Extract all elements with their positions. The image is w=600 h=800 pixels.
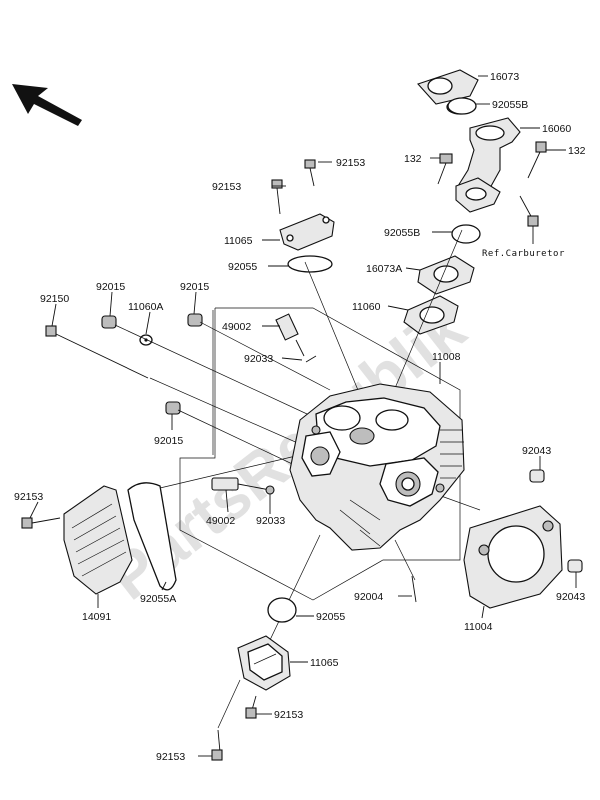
bolt-132-left — [437, 153, 453, 185]
label-92153-c: 92153 — [14, 491, 43, 503]
dowel-92043-bottom — [567, 559, 583, 573]
label-92015-c: 92015 — [154, 435, 183, 447]
intake-pipe-16060 — [417, 69, 521, 213]
label-92055-top: 92055 — [228, 261, 257, 273]
stud-bolt-92150 — [45, 325, 149, 379]
label-92033-top: 92033 — [244, 353, 273, 365]
label-92033-bottom: 92033 — [256, 515, 285, 527]
label-132-left: 132 — [404, 153, 422, 165]
insulator-16073a — [417, 255, 475, 295]
cover-14091 — [63, 485, 133, 595]
label-11060: 11060 — [352, 301, 381, 313]
label-11004: 11004 — [464, 621, 493, 633]
direction-arrow-icon — [12, 84, 82, 126]
label-92055b-top: 92055B — [492, 99, 528, 111]
gasket-92055a — [127, 482, 177, 591]
label-92055b-mid: 92055B — [384, 227, 420, 239]
bolt-ref-carburetor — [519, 195, 539, 227]
o-ring-92055b-mid — [451, 224, 481, 244]
stud-92004 — [411, 575, 417, 603]
nut-92015-b — [187, 313, 203, 327]
label-132-right: 132 — [568, 145, 586, 157]
label-16073a: 16073A — [366, 263, 402, 275]
bolt-92153-e — [245, 695, 257, 719]
gasket-11060 — [403, 295, 459, 335]
o-ring-92055-bottom — [267, 597, 297, 623]
cover-11065-bottom — [237, 635, 291, 691]
gasket-11004 — [463, 505, 563, 609]
label-16060: 16060 — [542, 123, 571, 135]
label-92015-b: 92015 — [180, 281, 209, 293]
label-92055a: 92055A — [140, 593, 176, 605]
seal-92033-top — [305, 355, 317, 363]
label-92153-a: 92153 — [212, 181, 241, 193]
bolt-92153-c — [21, 517, 61, 529]
assembly-frame-lines — [179, 307, 461, 601]
o-ring-92055-top — [287, 255, 333, 273]
label-14091: 14091 — [82, 611, 111, 623]
bolt-132-right — [527, 141, 547, 179]
label-92004: 92004 — [354, 591, 383, 603]
label-11060a: 11060A — [128, 301, 163, 313]
label-92015-a: 92015 — [96, 281, 125, 293]
label-11008: 11008 — [432, 351, 461, 363]
seal-92033-bottom — [265, 485, 275, 495]
valve-49002-top — [275, 313, 305, 357]
label-ref-carburetor: Ref.Carburetor — [482, 249, 565, 259]
label-92153-b: 92153 — [336, 157, 365, 169]
label-11065-bottom: 11065 — [310, 657, 339, 669]
bolt-92153-b — [304, 159, 316, 187]
label-92150: 92150 — [40, 293, 69, 305]
nut-92015-a — [101, 315, 117, 329]
cover-11065-top — [279, 213, 335, 251]
leader-lines — [29, 75, 577, 757]
label-16073: 16073 — [490, 71, 519, 83]
label-92055-bottom: 92055 — [316, 611, 345, 623]
label-49002-top: 49002 — [222, 321, 251, 333]
label-92043-bottom: 92043 — [556, 591, 585, 603]
label-92043-top: 92043 — [522, 445, 551, 457]
valve-49002-bottom — [211, 477, 271, 491]
label-92153-e: 92153 — [274, 709, 303, 721]
nut-92015-c — [165, 401, 181, 415]
bolt-92153-a — [271, 179, 283, 215]
o-ring-92055b-top — [447, 97, 477, 115]
bolt-92153-d — [211, 729, 223, 761]
part-number-labels: 16073 92055B 16060 132 132 Ref.Carbureto… — [14, 71, 586, 763]
washer-11060a — [139, 334, 153, 346]
cylinder-head-11008 — [289, 383, 465, 551]
label-92153-d: 92153 — [156, 751, 185, 763]
label-11065-top: 11065 — [224, 235, 253, 247]
label-49002-bottom: 49002 — [206, 515, 235, 527]
dowel-92043-top — [529, 469, 545, 483]
